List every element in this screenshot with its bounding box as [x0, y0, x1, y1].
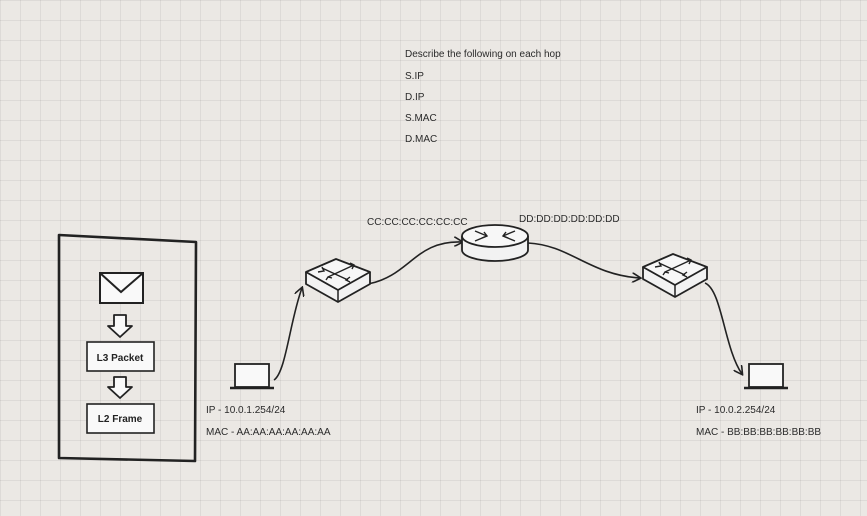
legend-panel: L3 Packet L2 Frame — [57, 233, 198, 463]
host-right-mac: MAC - BB:BB:BB:BB:BB:BB — [696, 427, 822, 438]
host-left-mac: MAC - AA:AA:AA:AA:AA:AA — [206, 427, 331, 438]
router-left-mac: CC:CC:CC:CC:CC:CC — [367, 217, 468, 228]
instructions-heading: Describe the following on each hop — [405, 49, 561, 60]
link-router-switch-right — [527, 242, 640, 278]
router-icon — [461, 224, 529, 262]
instruction-item: S.MAC — [405, 113, 437, 124]
l3-packet-label: L3 Packet — [97, 353, 144, 364]
envelope-icon — [99, 272, 144, 304]
link-switch-router — [367, 242, 462, 285]
link-laptop-switch-left — [273, 288, 302, 381]
arrow-down-icon — [107, 376, 133, 399]
host-right-ip: IP - 10.0.2.254/24 — [696, 405, 776, 416]
router-right-mac: DD:DD:DD:DD:DD:DD — [519, 214, 620, 225]
host-left-ip: IP - 10.0.1.254/24 — [206, 405, 286, 416]
switch-icon — [642, 253, 708, 298]
laptop-icon — [744, 363, 788, 390]
laptop-icon — [230, 363, 274, 390]
link-switch-laptop-right — [704, 282, 742, 374]
instruction-item: D.MAC — [405, 134, 438, 145]
l2-frame-label: L2 Frame — [98, 414, 143, 425]
arrow-down-icon — [107, 314, 133, 338]
instruction-item: D.IP — [405, 92, 425, 103]
l3-packet-box — [86, 341, 155, 372]
switch-icon — [305, 258, 371, 303]
instruction-item: S.IP — [405, 71, 424, 82]
l2-frame-box — [86, 403, 155, 434]
